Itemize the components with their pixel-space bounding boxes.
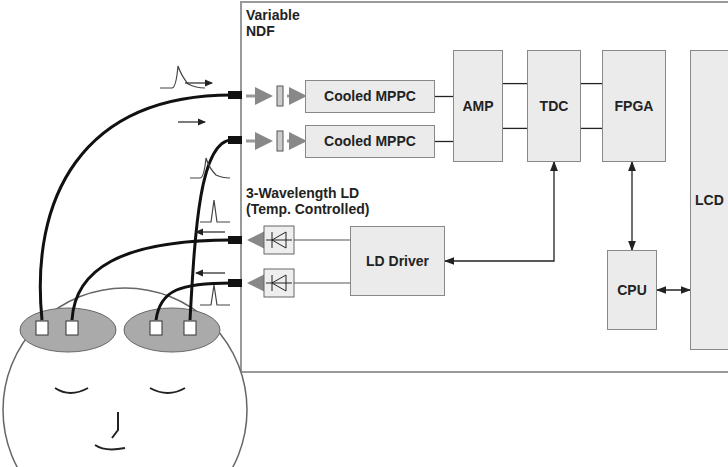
component-label: Cooled MPPC: [324, 88, 416, 104]
optical-fiber: [40, 95, 232, 320]
signal-line: [503, 83, 527, 84]
component-box: LCD: [690, 50, 728, 350]
fiber-connector: [228, 91, 242, 287]
component-label: FPGA: [615, 98, 654, 114]
part-label: Variable NDF: [246, 7, 316, 39]
laser-diode: [264, 226, 294, 297]
component-box: Cooled MPPC: [305, 125, 435, 158]
part-label: 3-Wavelength LD (Temp. Controlled): [246, 185, 386, 217]
signal-line: [631, 162, 632, 250]
head: [3, 288, 247, 467]
component-label: CPU: [617, 282, 647, 298]
component-box: TDC: [527, 50, 581, 162]
optode: [36, 321, 48, 335]
mouth: [95, 445, 125, 449]
component-box: AMP: [453, 50, 503, 162]
component-box: CPU: [607, 250, 657, 330]
signal-line: [503, 128, 527, 129]
optode: [66, 321, 78, 335]
component-label: LCD: [695, 192, 724, 208]
component-label: AMP: [462, 98, 493, 114]
signal-line: [435, 96, 453, 97]
component-label: LD Driver: [366, 253, 429, 269]
probe-pad: [124, 308, 220, 352]
nose: [112, 412, 118, 438]
ndf-filter: [277, 86, 283, 106]
ndf-filter: [277, 131, 283, 151]
signal-line: [581, 128, 602, 129]
signal-line: [445, 162, 554, 261]
component-box: Cooled MPPC: [305, 80, 435, 113]
signal-line: [435, 141, 453, 142]
component-box: FPGA: [602, 50, 666, 162]
probe-pad: [20, 308, 116, 352]
signal-line: [657, 289, 690, 290]
optode: [150, 321, 162, 335]
eye: [150, 388, 185, 393]
signal-line: [581, 83, 602, 84]
direction-arrow: [178, 83, 225, 273]
component-box: LD Driver: [350, 226, 445, 296]
component-label: TDC: [540, 98, 569, 114]
optode: [184, 321, 196, 335]
pulse-waveform: [160, 66, 230, 305]
wire: [294, 240, 350, 283]
housing: [241, 2, 728, 372]
component-label: Cooled MPPC: [324, 133, 416, 149]
eye: [55, 388, 88, 393]
